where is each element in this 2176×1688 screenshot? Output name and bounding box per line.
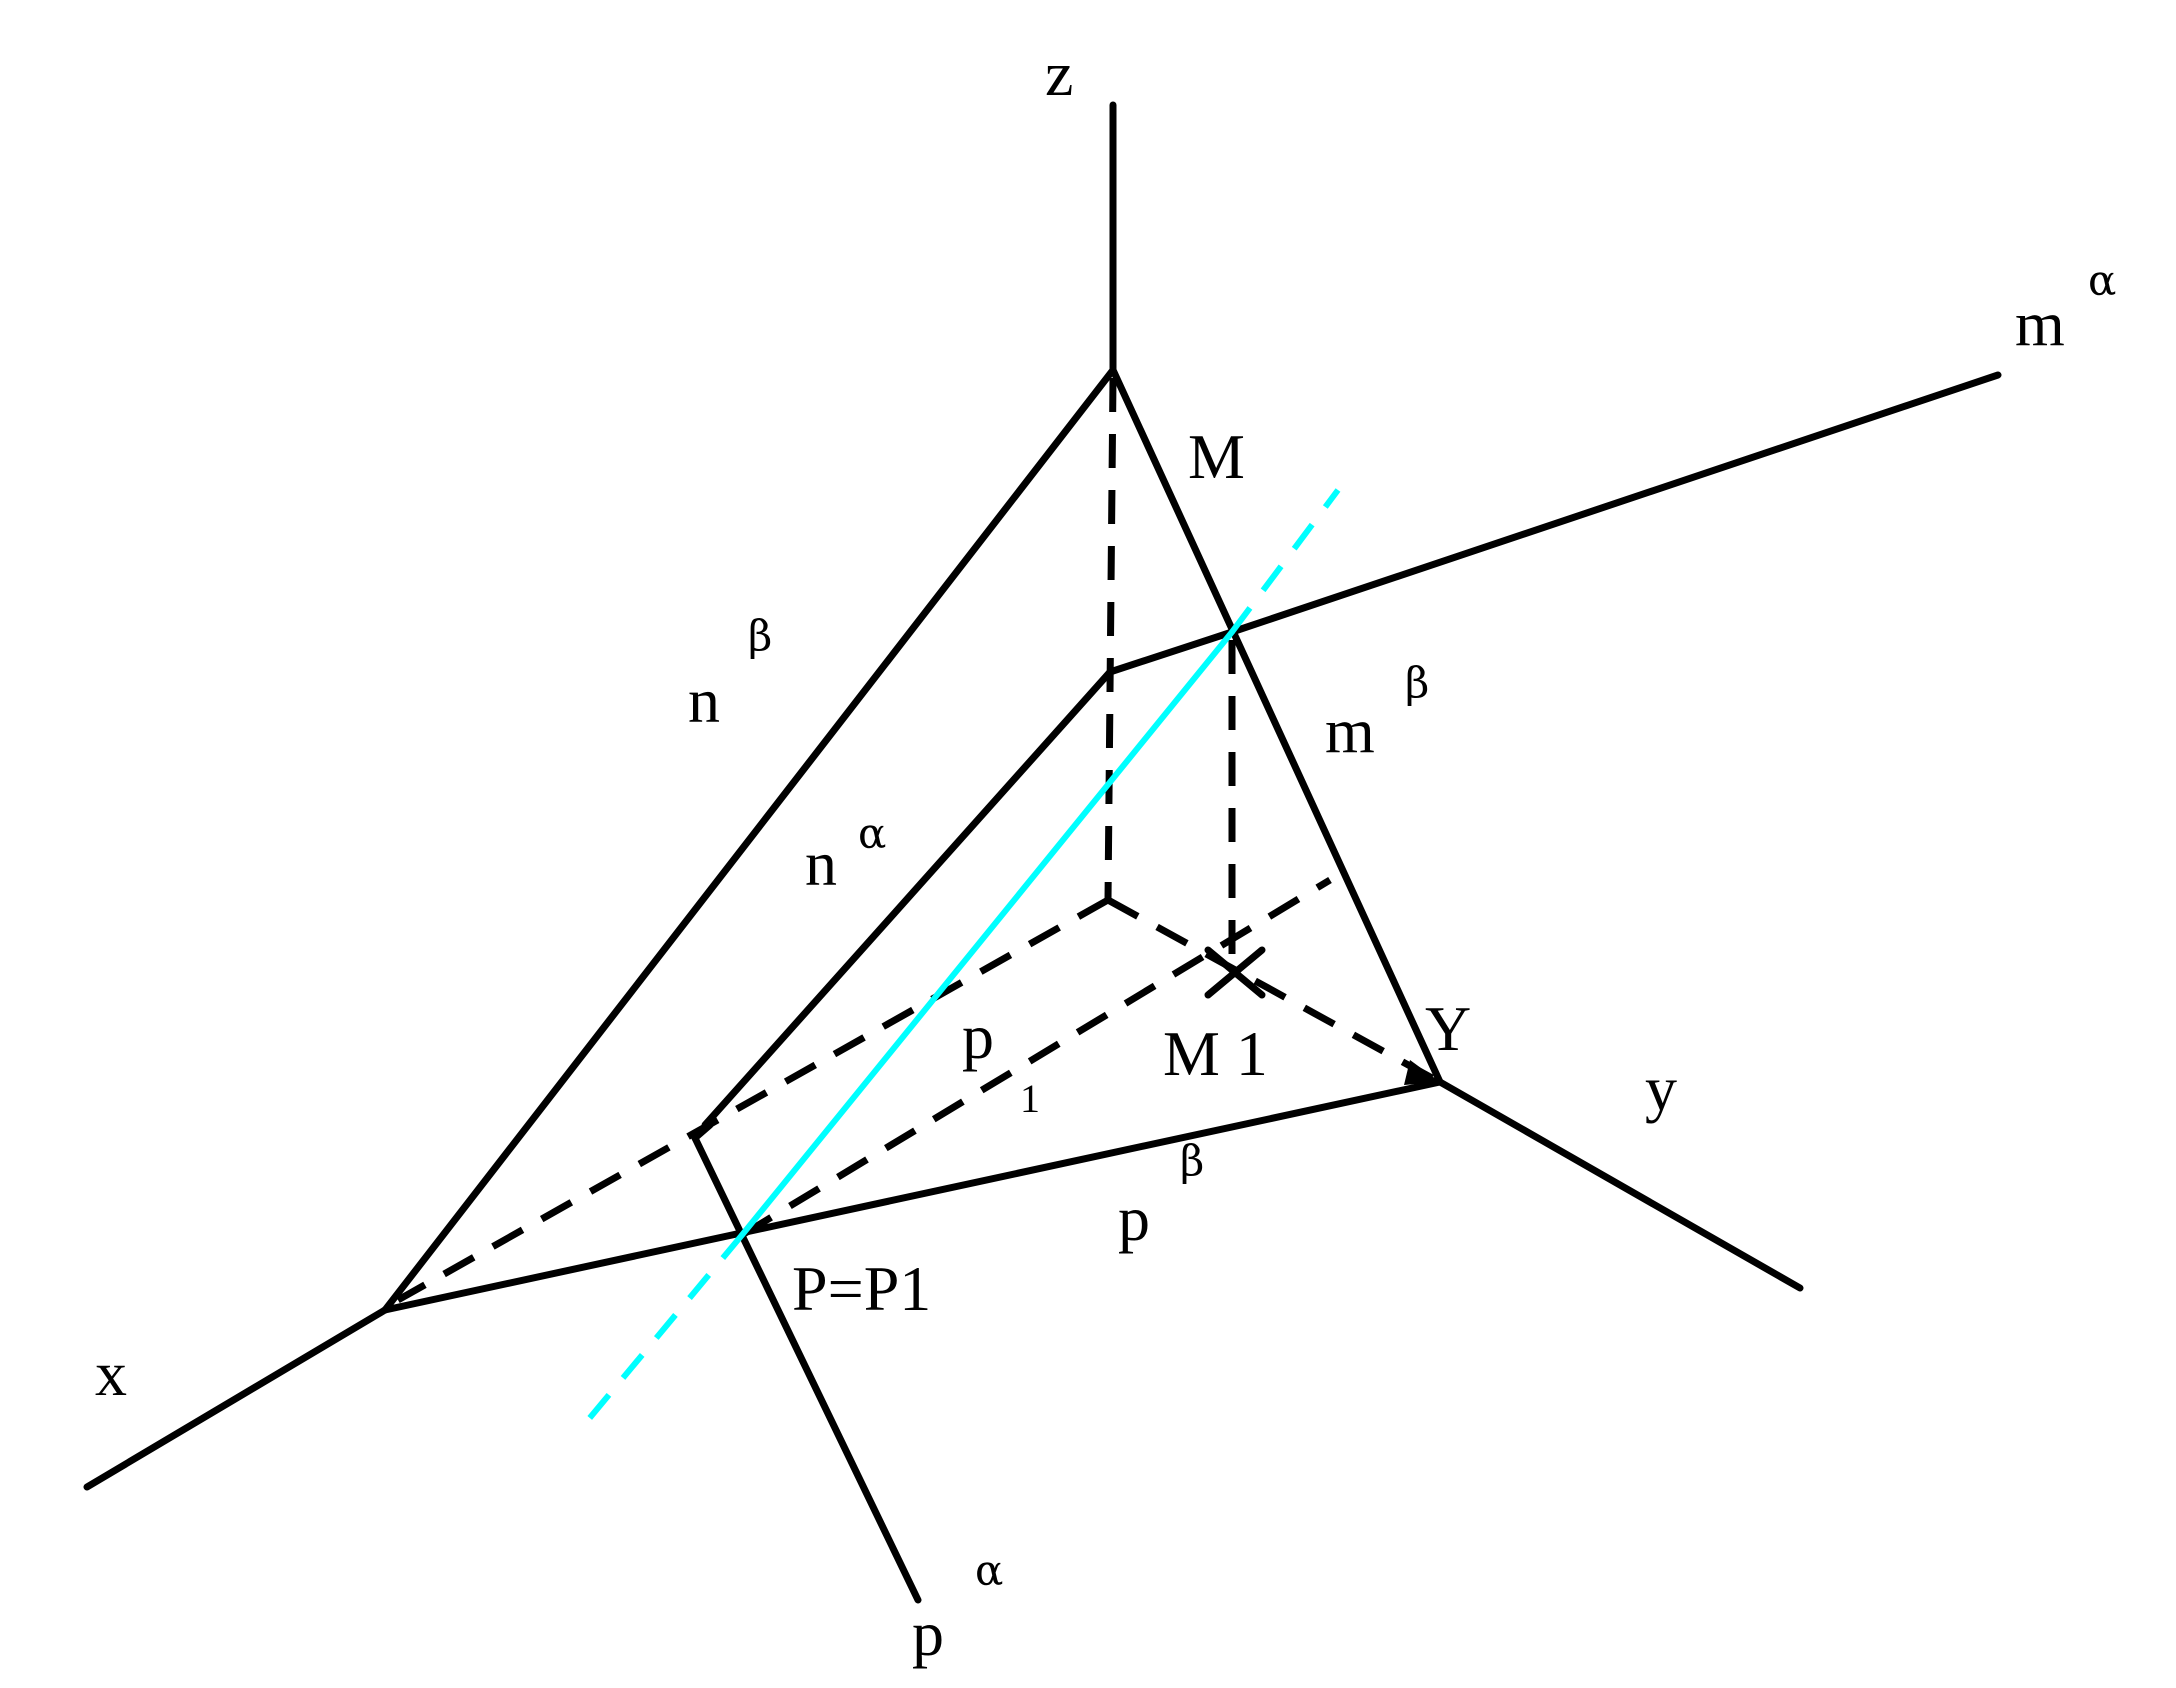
- dashed-origin-to-x: [396, 896, 1110, 1304]
- cyan-line-lower-dashed: [585, 1233, 745, 1422]
- label-n-beta-superscript: β: [748, 611, 772, 660]
- short-segment-near-P: [691, 1121, 714, 1142]
- trace-n-alpha: [701, 668, 1114, 1129]
- label-p1: p: [962, 1001, 994, 1072]
- label-p-beta-superscript: β: [1180, 1136, 1204, 1185]
- M1-cross-stroke-b: [1204, 946, 1266, 999]
- label-n-beta: n: [688, 665, 720, 736]
- trace-n-beta: [381, 366, 1117, 1314]
- y-axis: [1436, 1078, 1804, 1292]
- label-p1-subscript: 1: [1020, 1076, 1040, 1121]
- label-m-beta-superscript: β: [1405, 658, 1429, 707]
- dashed-z-projection: [1104, 377, 1117, 901]
- label-p-alpha: p: [912, 1598, 944, 1669]
- label-Y: Y: [1425, 993, 1471, 1064]
- dashed-origin-to-Y: [1106, 896, 1434, 1082]
- cyan-line-solid: [739, 629, 1235, 1238]
- x-axis: [83, 1306, 389, 1491]
- label-n-alpha-superscript: α: [858, 809, 886, 858]
- trace-m-beta: [1109, 366, 1444, 1086]
- segment-n-alpha-m-alpha: [1106, 628, 1236, 676]
- label-p-beta: p: [1118, 1183, 1150, 1254]
- label-n-alpha: n: [805, 828, 837, 899]
- arrowhead-Y: [1404, 1060, 1440, 1085]
- label-z: z: [1045, 38, 1073, 109]
- label-m-alpha: m: [2015, 288, 2065, 359]
- dashed-line-p1: [740, 877, 1332, 1238]
- trace-p-alpha: [691, 1134, 922, 1604]
- label-x: x: [95, 1338, 127, 1409]
- label-m-beta: m: [1325, 695, 1375, 766]
- label-M: M: [1188, 421, 1245, 492]
- trace-p-beta: [381, 1078, 1444, 1314]
- label-m-alpha-superscript: α: [2088, 256, 2116, 305]
- label-y: y: [1645, 1053, 1677, 1124]
- cyan-line-upper-dashed: [1229, 488, 1341, 634]
- label-M1: M 1: [1163, 1018, 1268, 1089]
- label-p-alpha-superscript: α: [975, 1546, 1003, 1595]
- label-P-equals-P1: P=P1: [792, 1253, 931, 1324]
- trace-m-alpha: [1228, 371, 2002, 636]
